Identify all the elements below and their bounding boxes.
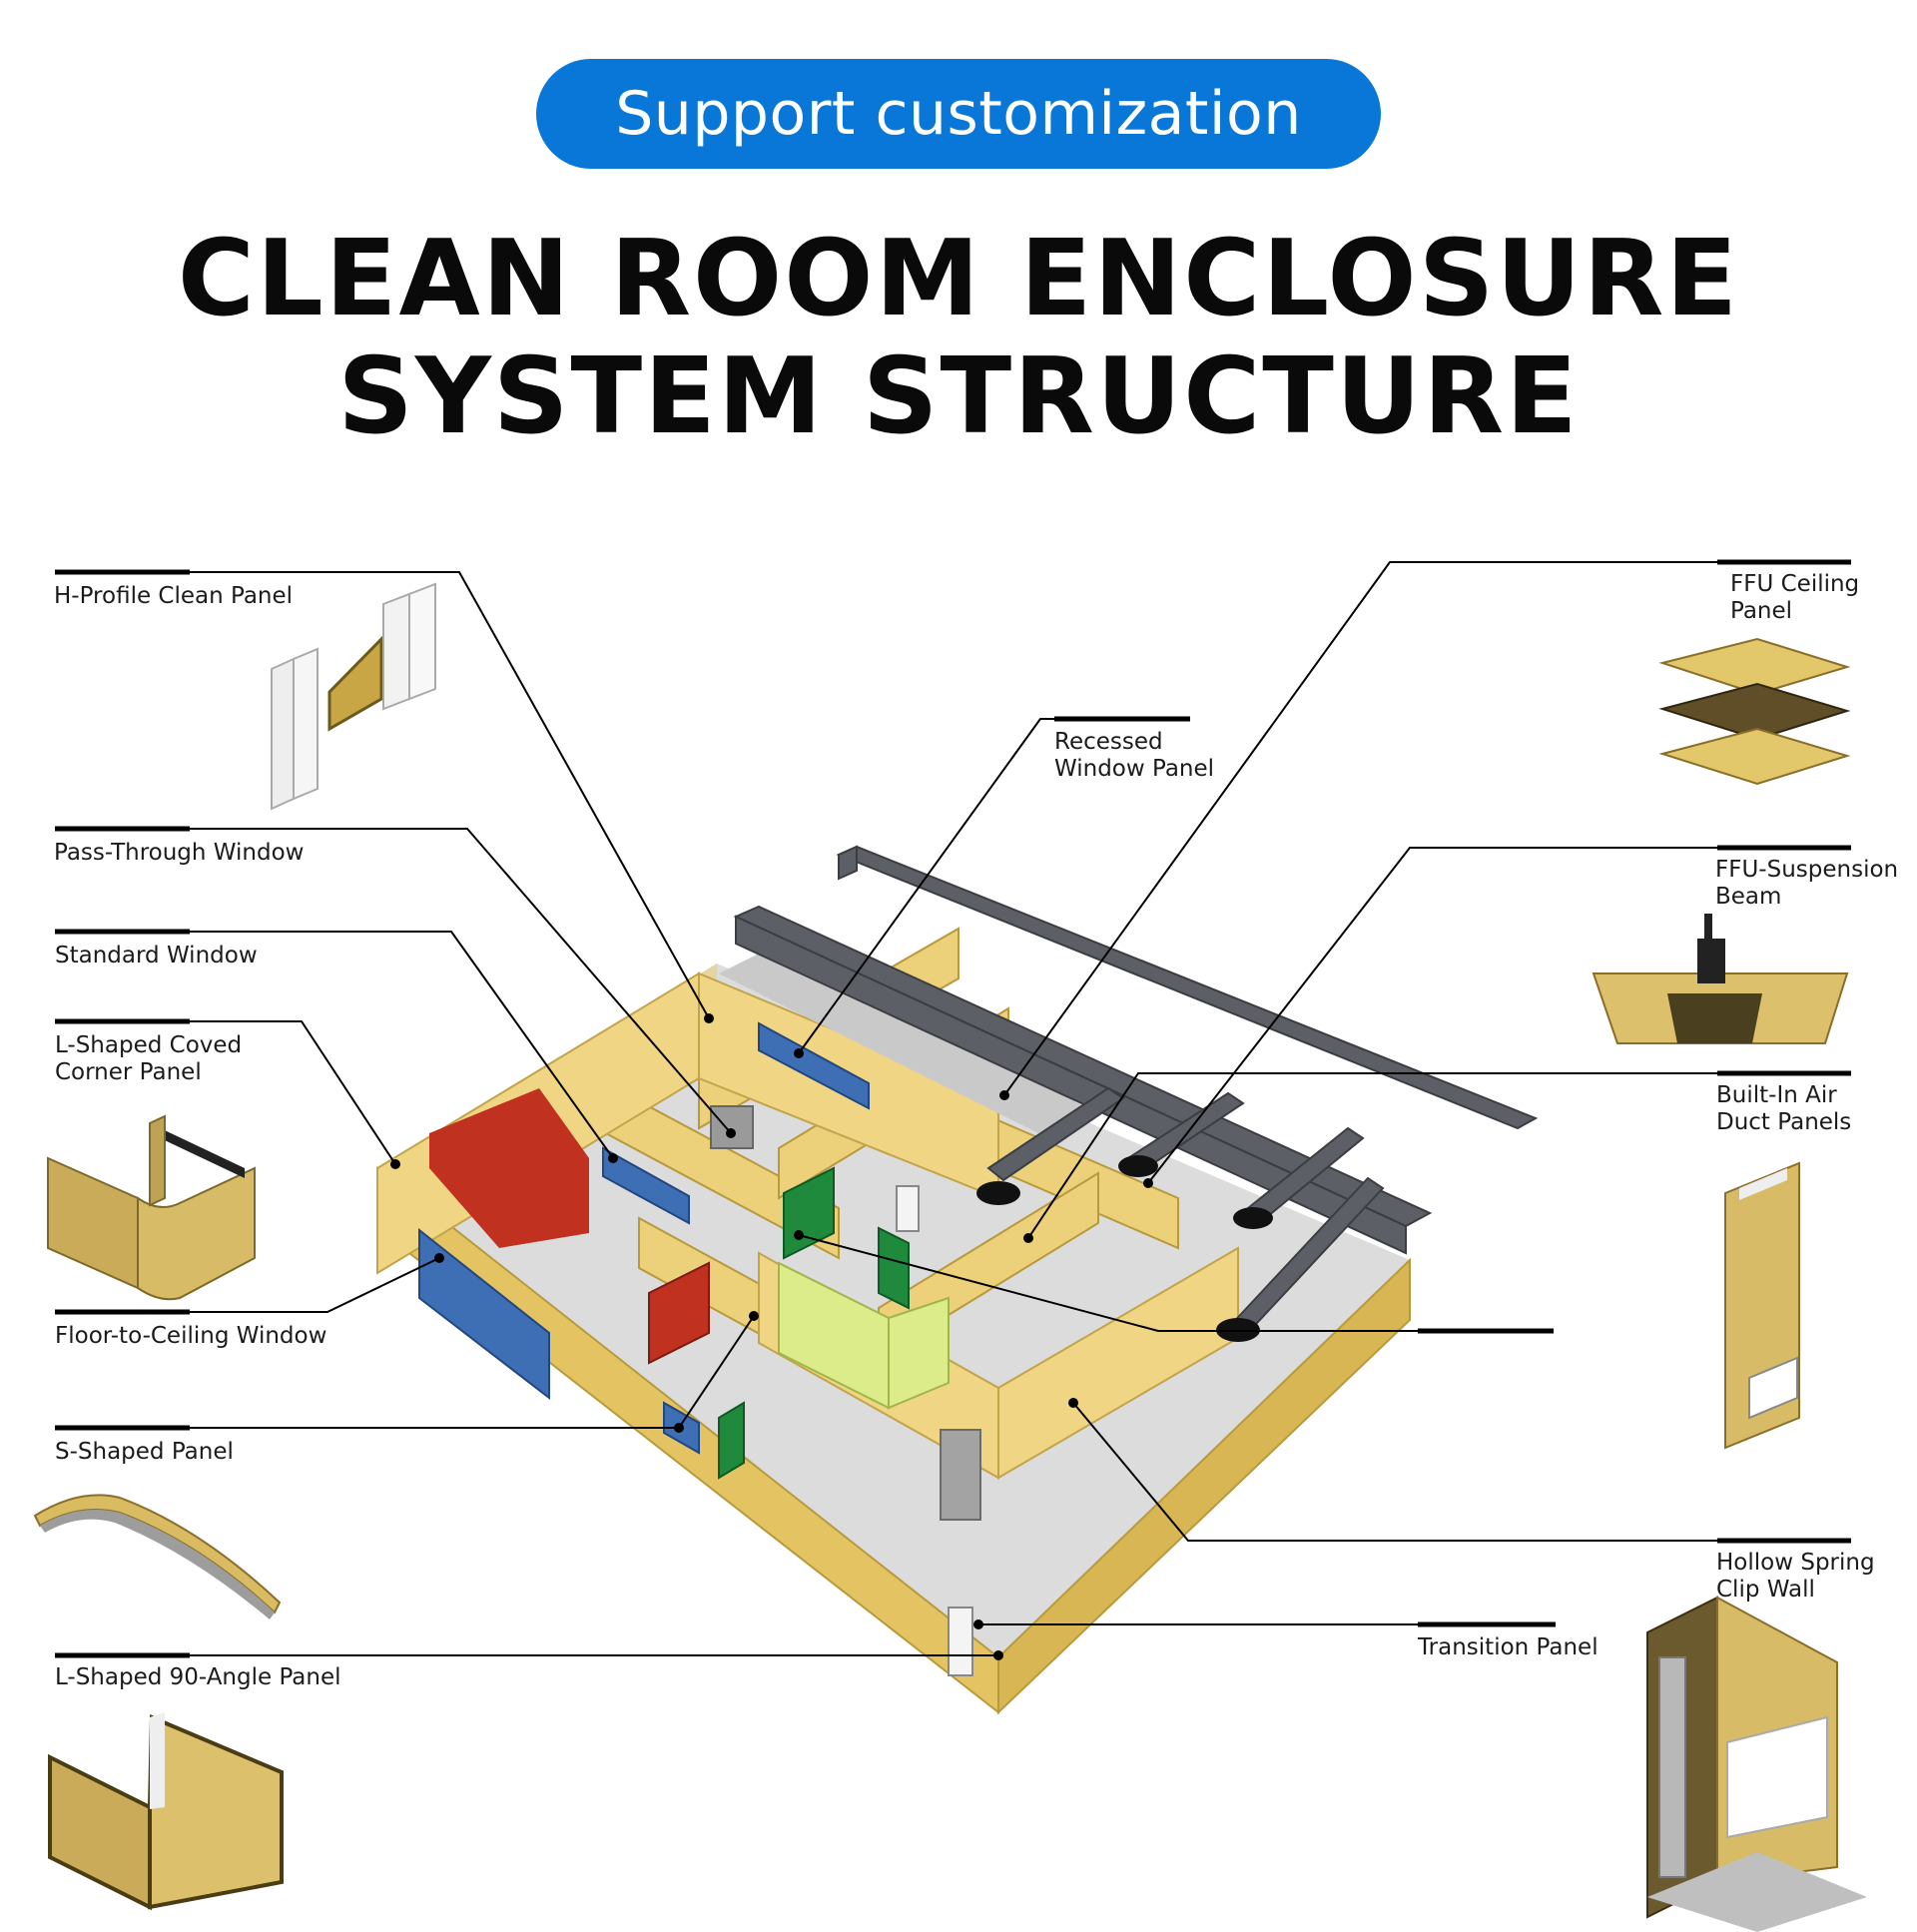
branch-duct-1 [986,1086,1125,1182]
label-pass-through-window: Pass-Through Window [54,840,305,866]
ceiling-strip [719,949,1088,1133]
hollow-spring-clip-wall-thumbnail [1646,1596,1867,1932]
standard-window [602,1146,690,1225]
air-ducts [733,845,1539,1340]
gray-cabinet [940,1429,981,1521]
h-profile-panel-thumbnail [271,582,436,811]
green-door-3 [718,1401,745,1480]
label-built-in-air-duct-panels: Built-In Air Duct Panels [1716,1082,1852,1135]
s-shaped-panel-thumbnail [33,1494,282,1619]
label-recessed-window-panel: Recessed Window Panel [1054,729,1215,782]
label-floor-to-ceiling-window: Floor-to-Ceiling Window [55,1323,327,1349]
white-door-1 [896,1185,920,1232]
label-h-profile-clean-panel: H-Profile Clean Panel [54,583,294,609]
duct-diffusers [976,1155,1273,1342]
storage-lockers [778,1261,950,1410]
recessed-window [758,1021,870,1110]
green-door-2 [878,1226,910,1310]
label-l-shaped-90-angle-panel: L-Shaped 90-Angle Panel [55,1664,341,1690]
label-l-shaped-coved-corner-panel: L-Shaped Coved Corner Panel [55,1032,243,1085]
label-ffu-ceiling-panel: FFU Ceiling Panel [1730,571,1860,624]
l-90-panel-thumbnail [48,1712,284,1911]
red-room-wall [429,1088,589,1248]
label-hollow-spring-clip-wall: Hollow Spring Clip Wall [1716,1550,1875,1603]
ffu-ceiling-panel-thumbnail [1658,637,1851,786]
floor-to-ceiling-window [418,1227,550,1401]
built-in-air-duct-panel-thumbnail [1724,1161,1800,1450]
label-s-shaped-panel: S-Shaped Panel [55,1439,234,1465]
red-double-door [648,1261,710,1365]
label-standard-window: Standard Window [55,943,258,968]
main-duct-1-top [838,845,858,881]
l-coved-panel-thumbnail [47,1114,256,1301]
page-title-line-2: SYSTEM STRUCTURE [337,335,1580,457]
label-ffu-suspension-beam: FFU-Suspension Beam [1715,857,1899,910]
support-customization-badge: Support customization [536,59,1381,169]
white-door-2 [948,1607,973,1676]
label-underlines [55,559,1851,1658]
ffu-suspension-beam-thumbnail [1592,914,1849,1044]
leader-dots [390,1013,1153,1660]
pass-through-box [710,1105,754,1149]
doors [648,1166,910,1480]
clean-room-illustration [376,845,1539,1715]
label-transition-panel: Transition Panel [1418,1634,1598,1660]
outer-wall-right [997,1257,1411,1715]
page-title-line-1: CLEAN ROOM ENCLOSURE [177,218,1740,339]
